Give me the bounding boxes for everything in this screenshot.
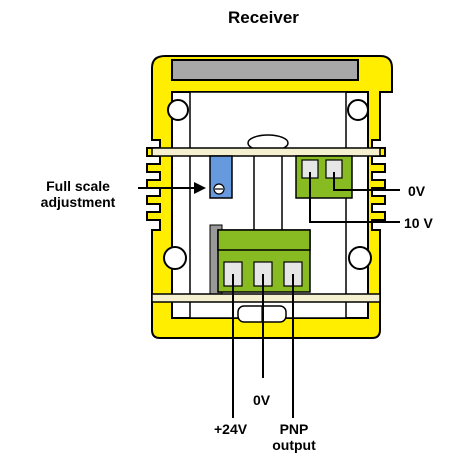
- diagram-title: Receiver: [228, 8, 299, 27]
- hole-right-top: [347, 99, 369, 121]
- label-full-scale: Full scale adjustment: [30, 178, 126, 210]
- hole-left-top: [167, 99, 189, 121]
- hole-left-bottom: [163, 246, 187, 270]
- top-bar: [171, 59, 359, 81]
- label-pnp-output: PNP output: [268, 421, 320, 453]
- upper-plate: [151, 147, 381, 157]
- label-full-scale-line1: Full scale: [46, 178, 110, 194]
- label-pnp-line2: output: [272, 437, 316, 453]
- label-10v: 10 V: [404, 215, 433, 231]
- label-24v: +24V: [214, 421, 248, 437]
- label-0v-right: 0V: [408, 183, 426, 199]
- hole-right-bottom: [348, 246, 372, 270]
- lower-plate: [151, 293, 381, 303]
- leader-10v: [309, 172, 400, 223]
- label-0v-bottom: 0V: [253, 392, 271, 408]
- cylinder-body: [253, 154, 283, 236]
- label-full-scale-line2: adjustment: [40, 194, 116, 210]
- arrow-head-icon: [194, 182, 206, 194]
- label-pnp-line1: PNP: [279, 421, 309, 437]
- power-terminal-block-top: [217, 229, 311, 251]
- leader-0v: [333, 172, 400, 191]
